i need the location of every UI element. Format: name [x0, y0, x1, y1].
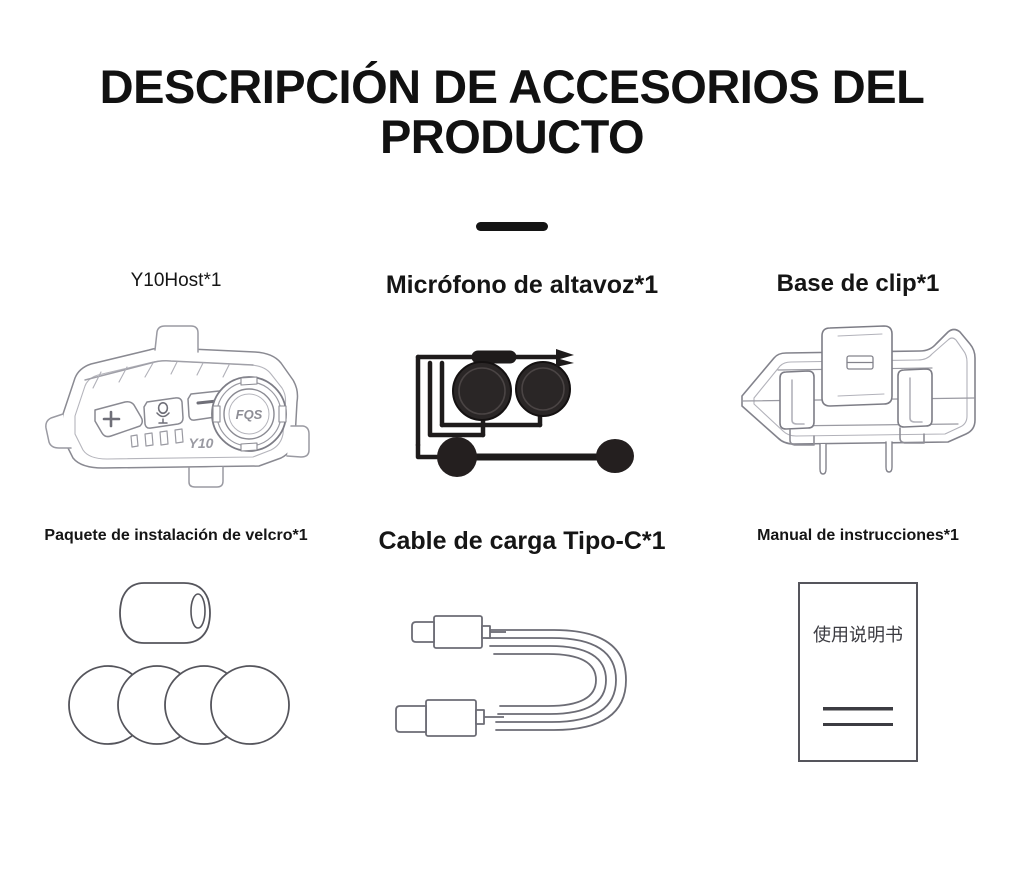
accessory-label-clip-base: Base de clip*1: [776, 270, 940, 297]
title-divider: [0, 222, 1024, 231]
manual-rule: [823, 706, 893, 711]
accessory-item-cable: Cable de carga Tipo-C*1: [352, 526, 692, 789]
accessory-row-1: Y10Host*1: [0, 270, 1024, 504]
accessory-item-host: Y10Host*1: [0, 270, 352, 504]
divider-bar: [476, 222, 548, 231]
cable-plug: [556, 349, 574, 367]
pouch-loop: [190, 592, 206, 629]
speaker-right: [515, 361, 571, 417]
cable-connector-top: [433, 615, 483, 649]
accessory-item-manual: Manual de instrucciones*1 使用说明书: [692, 526, 1024, 789]
velcro-pads-icon: [52, 557, 300, 772]
velcro-pouch: [119, 581, 211, 644]
accessory-label-cable: Cable de carga Tipo-C*1: [378, 527, 666, 555]
model-number-text: Y10: [189, 435, 214, 451]
instruction-manual-icon: 使用说明书: [783, 565, 933, 780]
accessory-row-2: Paquete de instalación de velcro*1: [0, 526, 1024, 789]
velcro-pad: [210, 664, 290, 745]
speaker-left: [452, 361, 512, 421]
accessory-label-manual: Manual de instrucciones*1: [757, 527, 959, 544]
cable-connector-bottom: [425, 699, 477, 737]
page-title: DESCRIPCIÓN DE ACCESORIOS DEL PRODUCTO: [99, 60, 925, 163]
boom-node: [437, 437, 477, 477]
speaker-microphone-icon: [388, 314, 656, 504]
accessory-item-velcro: Paquete de instalación de velcro*1: [0, 526, 352, 789]
clip-mount-base-icon: [734, 307, 982, 497]
accessories-grid: Y10Host*1: [0, 270, 1024, 789]
accessory-item-speaker-mic: Micrófono de altavoz*1: [352, 270, 692, 504]
accessory-label-velcro: Paquete de instalación de velcro*1: [44, 527, 308, 544]
accessory-label-host: Y10Host*1: [130, 270, 222, 291]
mic-capsule: [596, 439, 634, 473]
accessory-label-speaker-mic: Micrófono de altavoz*1: [385, 271, 659, 299]
brand-logo-text: FQS: [236, 407, 263, 422]
headset-intercom-icon: FQS Y10: [41, 313, 311, 503]
manual-rule: [823, 722, 893, 726]
accessory-item-clip-base: Base de clip*1: [692, 270, 1024, 504]
manual-cover: [798, 581, 918, 762]
manual-cover-text: 使用说明书: [813, 625, 903, 646]
usb-type-c-cable-icon: [386, 574, 658, 789]
